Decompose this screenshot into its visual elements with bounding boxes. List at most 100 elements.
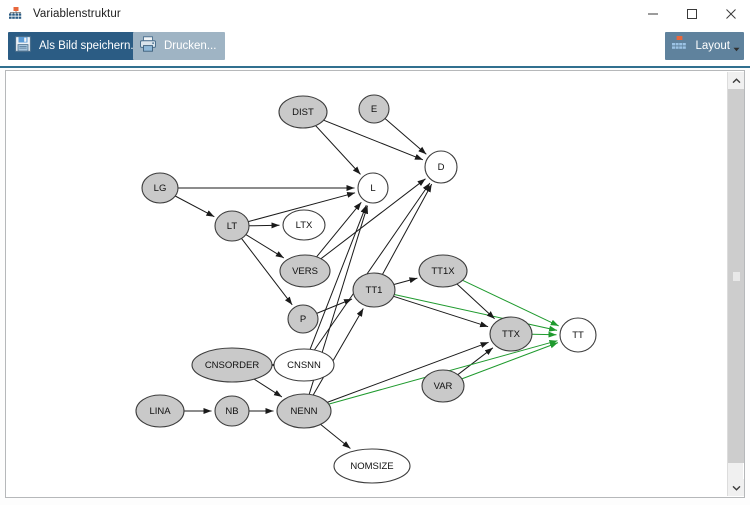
node-ellipse[interactable] — [214, 210, 250, 242]
node-layer[interactable]: DIST E D LG L LT LTX VERS TT1 TT1X P TTX TT CNSORDER C… — [135, 94, 597, 484]
node-ellipse[interactable] — [273, 348, 335, 382]
graph-node-lg[interactable]: LG — [141, 172, 179, 204]
graph-node-lt[interactable]: LT — [214, 210, 250, 242]
graph-node-ttx[interactable]: TTX — [489, 316, 533, 352]
graph-node-ltx[interactable]: LTX — [282, 209, 326, 241]
node-ellipse[interactable] — [278, 95, 328, 129]
node-label: CNSORDER — [205, 360, 260, 371]
node-ellipse[interactable] — [282, 209, 326, 241]
graph-edge — [316, 298, 353, 314]
window-title: Variablenstruktur — [33, 7, 121, 20]
close-button[interactable] — [711, 0, 750, 27]
graph-canvas[interactable]: DIST E D LG L LT LTX VERS TT1 TT1X P TTX TT CNSORDER C… — [5, 70, 745, 498]
toolbar: Als Bild speichern... Drucken... — [0, 27, 750, 68]
graph-node-nenn[interactable]: NENN — [276, 393, 332, 429]
caret-down-icon[interactable] — [733, 39, 740, 57]
graph-node-tt[interactable]: TT — [559, 317, 597, 353]
graph-node-e[interactable]: E — [358, 94, 390, 124]
graph-node-nb[interactable]: NB — [214, 395, 250, 427]
graph-edge — [393, 277, 418, 285]
close-icon — [725, 8, 736, 19]
save-as-image-button[interactable]: Als Bild speichern... — [8, 32, 149, 60]
print-label: Drucken... — [164, 40, 217, 52]
node-label: NB — [225, 406, 238, 417]
graph-node-tt1x[interactable]: TT1X — [418, 254, 468, 288]
node-ellipse[interactable] — [333, 448, 411, 484]
save-as-image-label: Als Bild speichern... — [39, 40, 140, 52]
graph-node-cnsnn[interactable]: CNSNN — [273, 348, 335, 382]
node-ellipse[interactable] — [418, 254, 468, 288]
scrollbar-grip — [733, 272, 740, 281]
graph-edge — [248, 191, 356, 223]
graph-node-vers[interactable]: VERS — [279, 254, 331, 288]
minimize-icon — [647, 13, 658, 14]
vertical-scrollbar[interactable] — [727, 72, 744, 496]
scroll-down-button[interactable] — [728, 479, 744, 496]
node-label: E — [371, 104, 377, 115]
graph-node-p[interactable]: P — [287, 304, 319, 334]
graph-edge — [382, 183, 433, 275]
node-label: NOMSIZE — [350, 461, 393, 472]
node-label: LT — [227, 221, 238, 232]
edge-layer — [174, 118, 559, 449]
node-label: DIST — [292, 107, 314, 118]
node-ellipse[interactable] — [276, 393, 332, 429]
graph-edge — [315, 125, 361, 175]
graph-node-cnsorder[interactable]: CNSORDER — [191, 347, 273, 383]
graph-edge — [313, 182, 431, 351]
graph-node-tt1[interactable]: TT1 — [352, 272, 396, 308]
graph-edge — [174, 195, 215, 218]
graph-node-lina[interactable]: LINA — [135, 394, 185, 428]
node-ellipse[interactable] — [424, 150, 458, 184]
graph-edge — [327, 341, 489, 403]
node-label: NENN — [291, 406, 318, 417]
node-ellipse[interactable] — [559, 317, 597, 353]
layout-button[interactable]: Layout — [665, 32, 744, 60]
floppy-disk-icon — [14, 35, 32, 58]
node-ellipse[interactable] — [191, 347, 273, 383]
node-ellipse[interactable] — [421, 369, 465, 403]
node-label: TT1 — [366, 285, 383, 296]
title-bar: Variablenstruktur — [0, 0, 750, 27]
window-controls — [633, 0, 750, 27]
node-label: TT — [572, 330, 584, 341]
node-label: VERS — [292, 266, 318, 277]
node-ellipse[interactable] — [141, 172, 179, 204]
graph-svg[interactable]: DIST E D LG L LT LTX VERS TT1 TT1X P TTX TT CNSORDER C… — [6, 71, 728, 497]
variable-structure-graph[interactable]: DIST E D LG L LT LTX VERS TT1 TT1X P TTX TT CNSORDER C… — [6, 71, 728, 497]
graph-node-dist[interactable]: DIST — [278, 95, 328, 129]
graph-edge — [457, 347, 494, 376]
graph-node-d[interactable]: D — [424, 150, 458, 184]
node-label: L — [370, 183, 375, 194]
node-ellipse[interactable] — [352, 272, 396, 308]
scrollbar-thumb[interactable] — [728, 89, 744, 463]
graph-edge — [456, 283, 495, 320]
node-ellipse[interactable] — [287, 304, 319, 334]
node-ellipse[interactable] — [358, 94, 390, 124]
node-label: VAR — [434, 381, 453, 392]
graph-edge — [461, 342, 559, 380]
scroll-up-button[interactable] — [728, 72, 744, 89]
maximize-button[interactable] — [672, 0, 711, 27]
node-label: LG — [154, 183, 167, 194]
graph-edge — [320, 178, 426, 260]
chevron-down-icon — [732, 485, 740, 491]
node-ellipse[interactable] — [357, 172, 389, 204]
print-button[interactable]: Drucken... — [133, 32, 226, 60]
graph-node-nomsize[interactable]: NOMSIZE — [333, 448, 411, 484]
graph-edge — [323, 119, 424, 161]
node-label: LTX — [296, 220, 313, 231]
printer-icon — [139, 35, 157, 58]
node-ellipse[interactable] — [279, 254, 331, 288]
graph-edge — [248, 222, 280, 229]
minimize-button[interactable] — [633, 0, 672, 27]
graph-edge — [245, 234, 285, 259]
graph-node-var[interactable]: VAR — [421, 369, 465, 403]
node-ellipse[interactable] — [489, 316, 533, 352]
graph-node-l[interactable]: L — [357, 172, 389, 204]
node-ellipse[interactable] — [214, 395, 250, 427]
graph-edge — [309, 205, 367, 350]
hierarchy-icon — [8, 6, 24, 22]
node-ellipse[interactable] — [135, 394, 185, 428]
